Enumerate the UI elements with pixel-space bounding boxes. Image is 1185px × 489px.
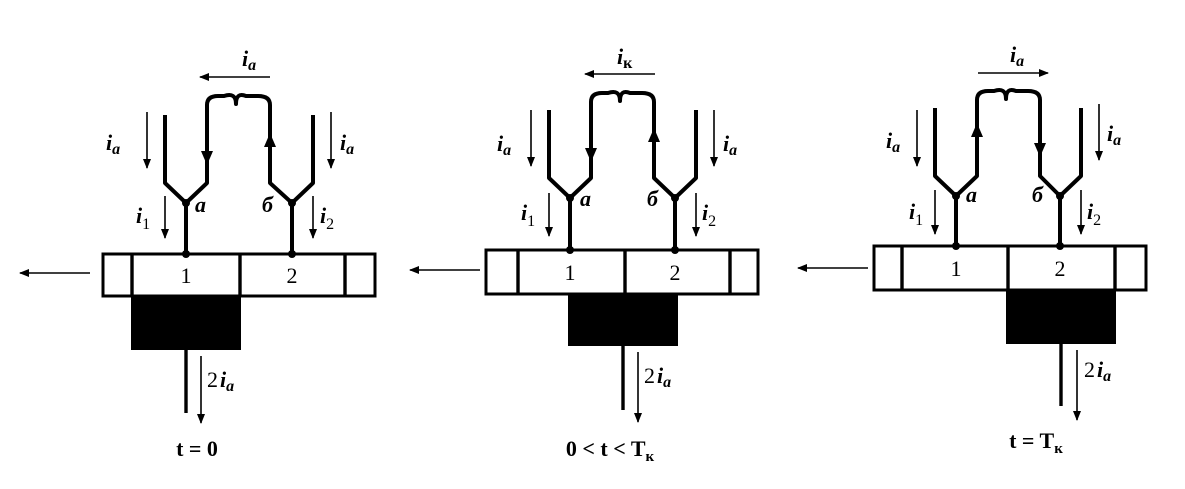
segment-label-1: 1 xyxy=(951,256,962,281)
junction-dot xyxy=(1056,242,1064,250)
right-current-label: ia xyxy=(1107,121,1121,149)
caption-tk: t = Tк xyxy=(1009,428,1063,457)
branch1-label: i1 xyxy=(521,200,535,230)
lead-right-outer xyxy=(673,110,698,200)
commutator-strip xyxy=(872,244,1148,292)
junction-dot xyxy=(182,250,190,258)
panel-t0: 1 2 2ia ia ia xyxy=(19,46,377,461)
top-current-label: ia xyxy=(242,46,256,74)
panel-tk: 1 2 2ia ia ia ia a xyxy=(797,42,1148,457)
point-a-label: a xyxy=(580,186,591,211)
left-current-label: ia xyxy=(106,130,120,158)
point-a-label: a xyxy=(195,192,206,217)
lead-right-outer xyxy=(290,115,315,205)
brush-current-label: 2ia xyxy=(1084,357,1111,385)
point-b-label: б xyxy=(1032,182,1044,207)
branch1-label: i1 xyxy=(136,203,150,233)
panel-mid: 1 2 2ia iк ia ia a б xyxy=(409,44,760,465)
top-current-label: ia xyxy=(1010,42,1024,70)
point-b-label: б xyxy=(647,186,659,211)
lead-right-outer xyxy=(1058,108,1083,198)
left-current-label: ia xyxy=(497,131,511,159)
brush xyxy=(1006,290,1116,344)
segment-label-2: 2 xyxy=(670,260,681,285)
segment-label-2: 2 xyxy=(1055,256,1066,281)
brush xyxy=(568,294,678,346)
top-current-label: iк xyxy=(617,44,633,72)
right-current-label: ia xyxy=(340,130,354,158)
junction-dot xyxy=(671,246,679,254)
junction-dot xyxy=(952,242,960,250)
right-current-label: ia xyxy=(723,131,737,159)
commutator-strip xyxy=(484,248,760,296)
left-current-label: ia xyxy=(886,128,900,156)
section-coil xyxy=(568,90,677,200)
lead-left-outer xyxy=(547,110,572,200)
branch2-label: i2 xyxy=(320,203,334,233)
lead-left-outer xyxy=(933,108,958,198)
lead-left-outer xyxy=(163,115,188,205)
segment-label-2: 2 xyxy=(287,263,298,288)
branch2-label: i2 xyxy=(702,200,716,230)
junction-dot xyxy=(288,250,296,258)
point-a-label: a xyxy=(966,182,977,207)
brush xyxy=(131,296,241,350)
caption-mid: 0 < t < Tк xyxy=(566,436,655,465)
junction-dot xyxy=(566,246,574,254)
point-b-label: б xyxy=(262,192,274,217)
section-coil xyxy=(954,88,1062,198)
brush-current-label: 2ia xyxy=(644,363,671,391)
brush-current-label: 2ia xyxy=(207,367,234,395)
caption-t0: t = 0 xyxy=(176,436,218,461)
segment-label-1: 1 xyxy=(565,260,576,285)
section-coil xyxy=(184,93,294,205)
branch2-label: i2 xyxy=(1087,199,1101,229)
branch1-label: i1 xyxy=(909,199,923,229)
segment-label-1: 1 xyxy=(181,263,192,288)
